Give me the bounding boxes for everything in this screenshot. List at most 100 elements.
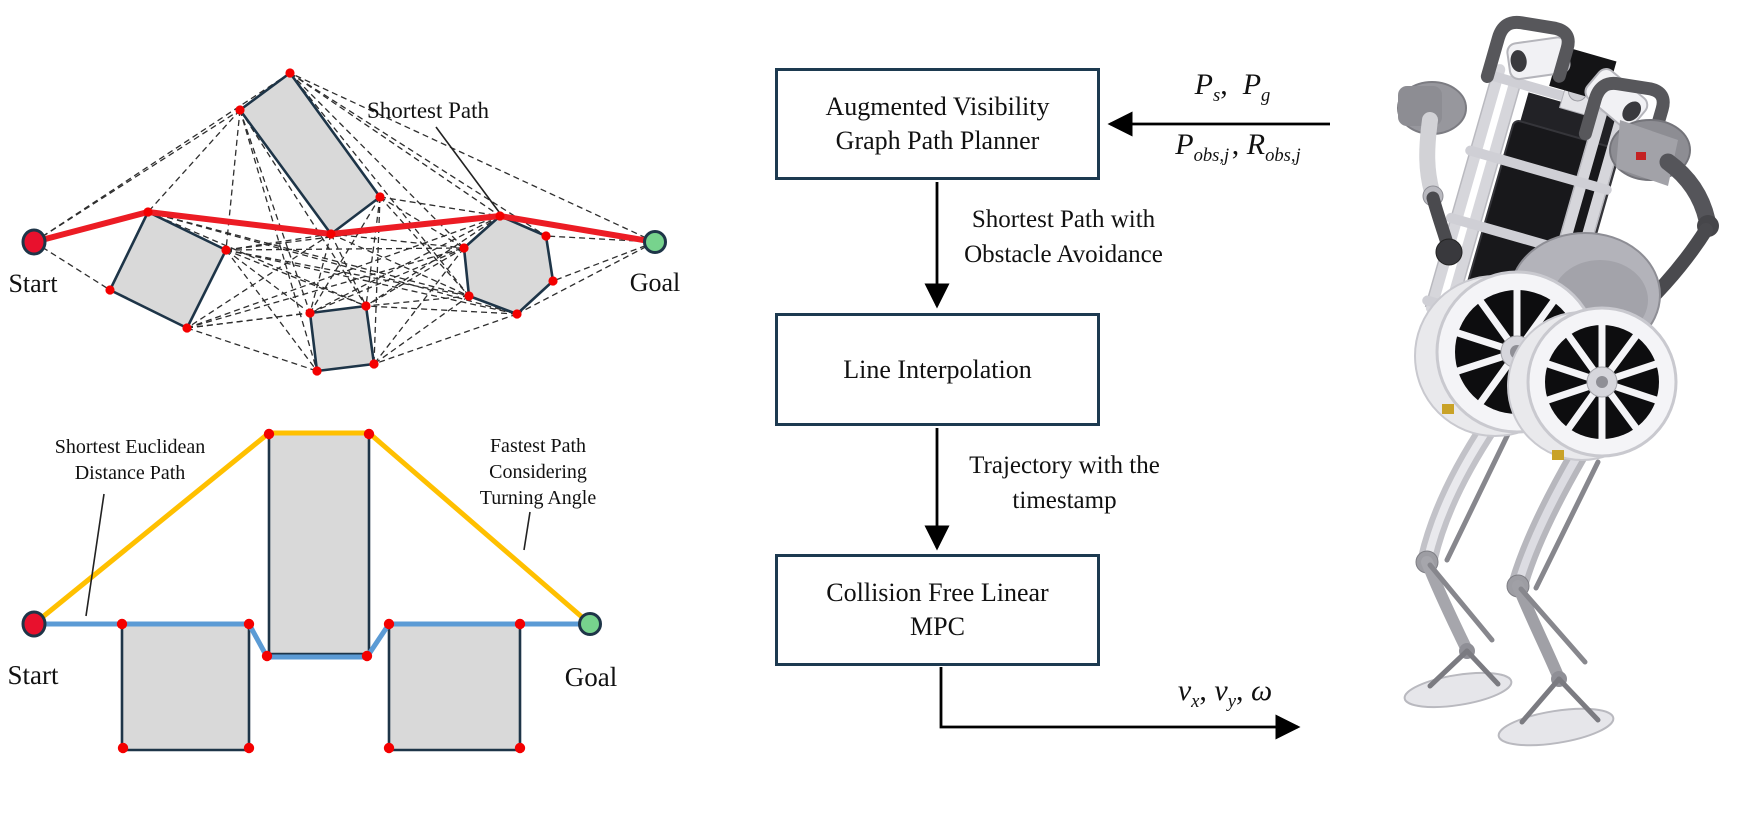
robot-camera-pod-left (1506, 36, 1571, 81)
robot-hand-left (1435, 238, 1463, 266)
visibility-edge (186, 215, 501, 329)
visibility-edge (289, 72, 465, 249)
visibility-edge (186, 327, 318, 372)
input-label-start-goal: Ps, Pg (1194, 68, 1271, 106)
flowchart-box-line-interpolation-label: Line Interpolation (843, 354, 1032, 384)
flowchart-box-path-planner-label: Augmented Visibility Graph Path Planner (825, 92, 1050, 155)
robot-linkage-left (1427, 562, 1495, 643)
vertex-dot (312, 366, 322, 376)
visibility-edge (309, 196, 381, 314)
vertex-dot (243, 742, 255, 754)
robot-yellow-chip-right (1552, 450, 1564, 460)
robot-shin-left (1421, 556, 1472, 654)
visibility-edge (309, 247, 465, 314)
robot-handles (1480, 15, 1670, 148)
visibility-edge (373, 196, 381, 365)
visibility-edge (33, 241, 111, 291)
vertex-dot (514, 618, 526, 630)
fastest-path-line (31, 430, 593, 627)
vertex-dot (464, 291, 474, 301)
obstacle-small-square (308, 304, 376, 373)
visibility-edge (365, 305, 518, 315)
obstacle-left-rectangle (120, 623, 251, 752)
vertex-dot (495, 211, 505, 221)
vertex-dot (261, 650, 273, 662)
flowchart-box-path-planner: Augmented Visibility Graph Path Planner (775, 68, 1100, 180)
visibility-edge (147, 211, 470, 297)
robot-foot-left (1403, 671, 1513, 709)
visibility-edge (365, 295, 470, 307)
goal-label: Goal (565, 662, 617, 692)
goal-node (643, 230, 667, 254)
start-label: Start (8, 269, 58, 298)
robot-thigh-rod-left (1444, 427, 1513, 563)
obstacle-middle-tall-rectangle (267, 431, 371, 656)
vertex-dot (548, 276, 558, 286)
vertex-dot (383, 742, 395, 754)
robot-foot-right (1497, 707, 1615, 747)
visibility-edge (239, 109, 367, 307)
visibility-edge (147, 211, 518, 315)
robot-upper-arm-right (1659, 153, 1716, 229)
visibility-edge (373, 313, 518, 365)
output-label-velocities: vx, vy, ω (1177, 674, 1273, 712)
visibility-edge (379, 196, 465, 249)
shortest-path-annotation: Shortest Path (367, 98, 490, 123)
robot-forearm-left (1426, 191, 1454, 250)
visibility-edge (225, 249, 470, 297)
visibility-edge (289, 72, 470, 297)
robot-camera-lens-right (1622, 101, 1642, 122)
visibility-edge (33, 109, 241, 243)
visibility-edge (545, 235, 656, 243)
robot-yellow-chip-left (1442, 404, 1454, 414)
vertex-dot (117, 742, 129, 754)
visibility-edge (330, 233, 470, 297)
robot-shoulder-right-plate (1616, 120, 1678, 186)
vertex-dot (305, 308, 315, 318)
visibility-edge (147, 109, 241, 213)
vertex-dot (105, 285, 115, 295)
shortest-path-annotation-leader (435, 126, 500, 213)
visibility-edge (225, 109, 241, 251)
visibility-edge (186, 233, 332, 329)
visibility-edge (289, 72, 501, 217)
visibility-edge (373, 247, 465, 365)
visibility-edge (379, 196, 470, 297)
robot-camera-lens-left (1510, 50, 1527, 72)
euclidean-annotation-leader (85, 493, 105, 617)
vertex-dot (375, 192, 385, 202)
vertex-dot (243, 618, 255, 630)
visibility-edge (289, 72, 656, 243)
visibility-edge (225, 249, 318, 372)
robot-torso-frame (1422, 15, 1670, 350)
vertex-dot (361, 650, 373, 662)
robot-red-marker (1636, 152, 1646, 160)
arrow-label-trajectory: Trajectory with the timestamp (969, 452, 1160, 514)
robot-foot-strut-left-b (1464, 648, 1501, 687)
visibility-edge (33, 72, 291, 243)
vertex-dot (369, 359, 379, 369)
visibility-edge (309, 233, 332, 314)
vertex-dot (541, 231, 551, 241)
vertex-dot (182, 323, 192, 333)
euclidean-path-annotation-line: Shortest Euclidean (55, 436, 206, 458)
vertex-dot (263, 428, 275, 440)
vertex-dot (326, 229, 336, 239)
vertex-dot (514, 742, 526, 754)
arrow-label-shortest-path: Shortest Path with Obstacle Avoidance (964, 206, 1163, 268)
visibility-edge (309, 215, 501, 314)
visibility-edge (225, 249, 367, 307)
visibility-edge (552, 241, 656, 282)
fastest-path-annotation-line: Considering (489, 461, 587, 483)
robot-upper-arm-left (1419, 112, 1440, 200)
visibility-edge (225, 249, 311, 314)
robot-shin-right (1512, 580, 1564, 682)
goal-node (578, 612, 602, 636)
vertex-dot (143, 207, 153, 217)
fastest-annotation-leader (523, 511, 531, 551)
euclidean-path-annotation-line: Distance Path (75, 462, 186, 484)
robot-thigh-rod-right (1533, 459, 1601, 591)
input-label-obstacles: Pobs,j , Robs,j (1175, 128, 1301, 166)
